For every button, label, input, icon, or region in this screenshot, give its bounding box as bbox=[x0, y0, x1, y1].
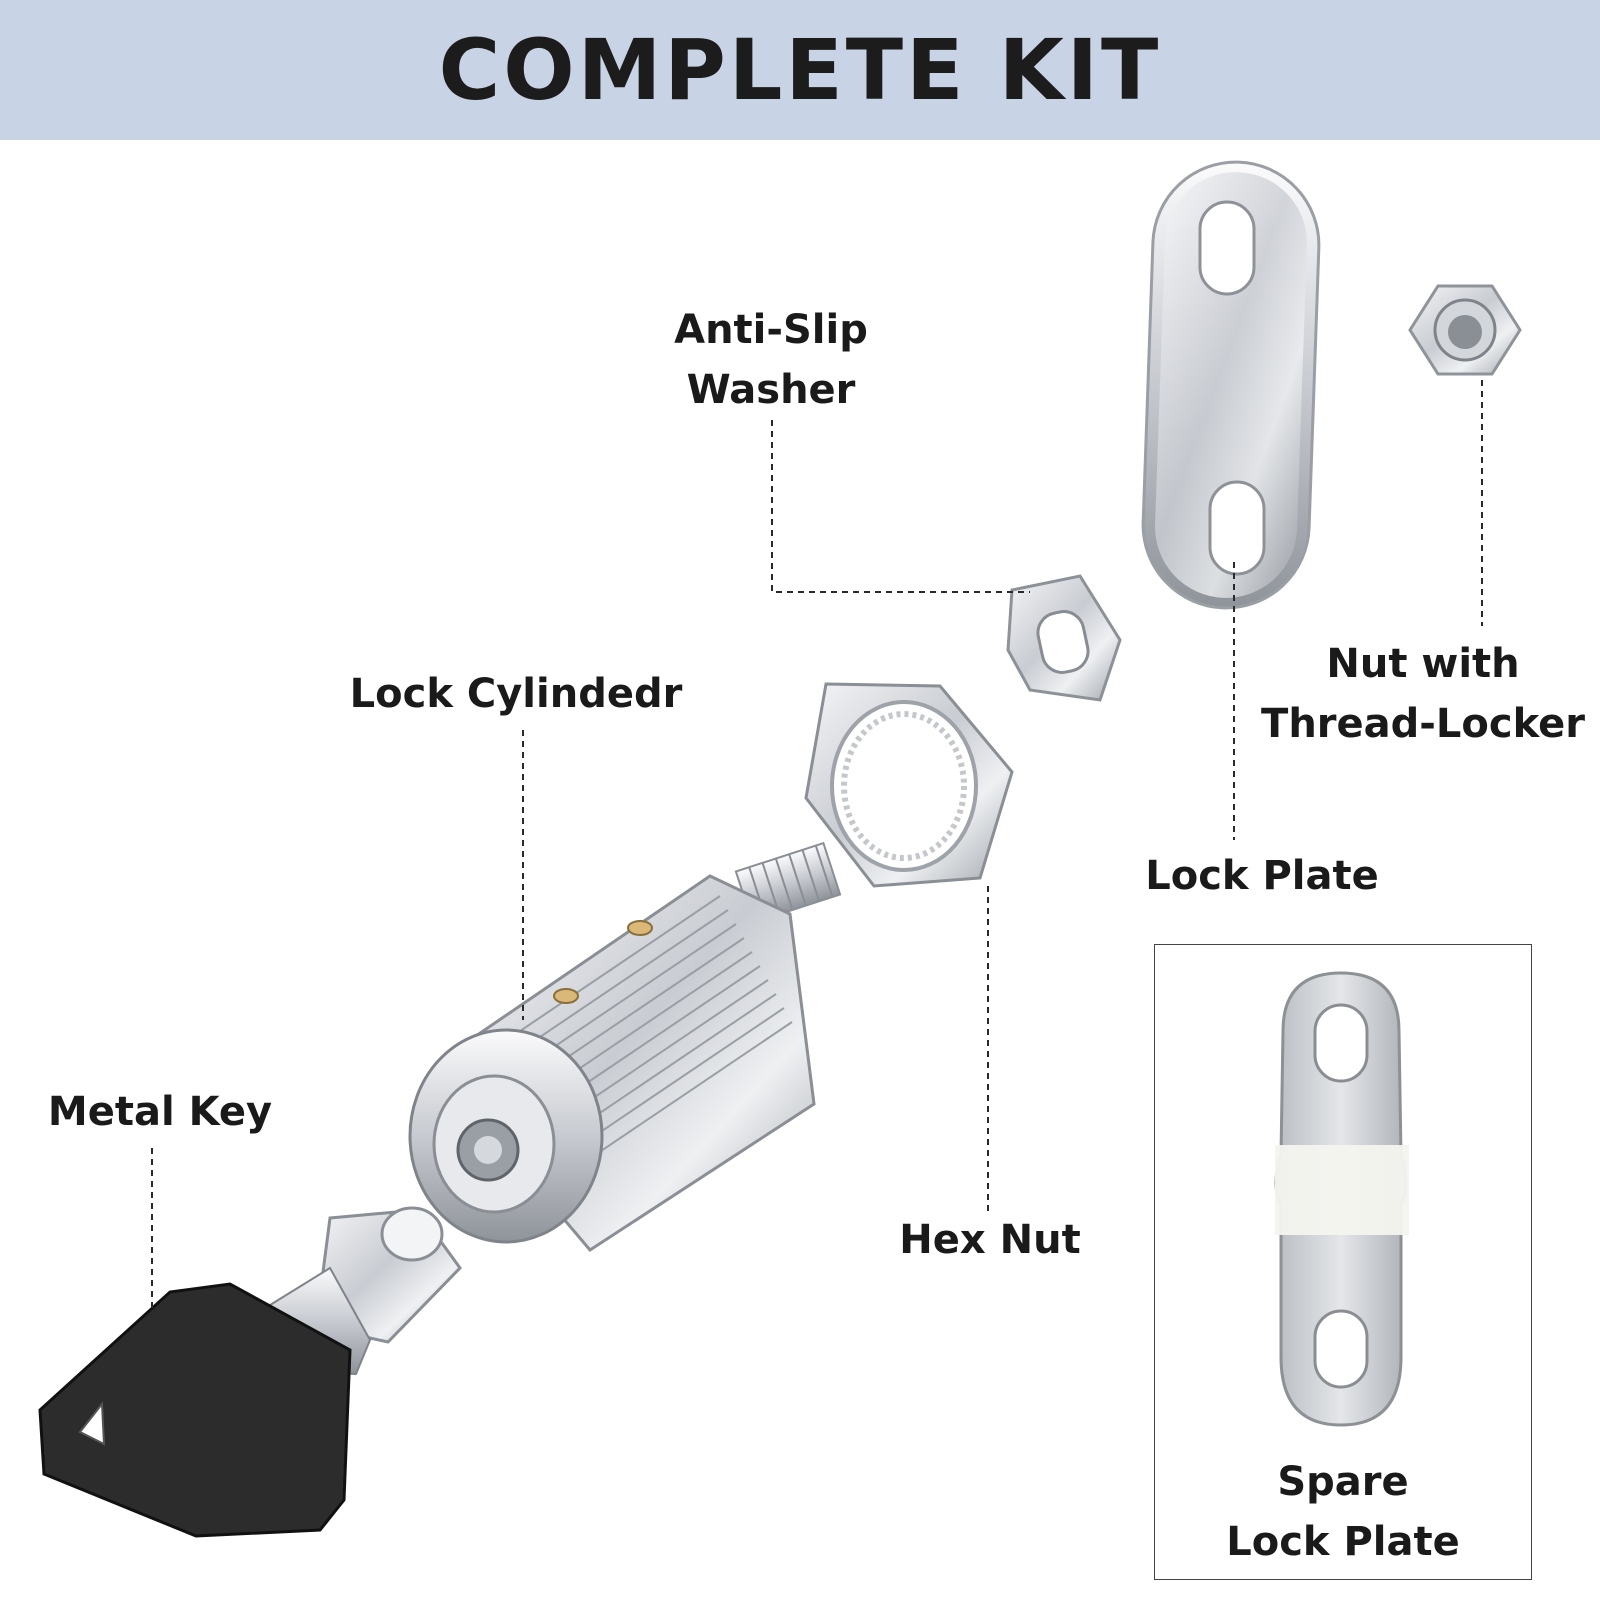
spare-lock-plate-box bbox=[1154, 944, 1532, 1580]
leader-lines bbox=[151, 380, 1483, 1342]
hex-nut-image bbox=[804, 682, 1014, 888]
metal-key-label: Metal Key bbox=[47, 1089, 273, 1135]
thread-locker-nut-image bbox=[1408, 284, 1522, 376]
lock-plate-label: Lock Plate bbox=[1145, 853, 1379, 899]
anti-slip-washer-label: Anti-Slip Washer bbox=[674, 307, 868, 413]
metal-key-image bbox=[38, 1206, 462, 1538]
lock-plate-image bbox=[1141, 160, 1321, 610]
header-banner: COMPLETE KIT bbox=[0, 0, 1600, 140]
page-title: COMPLETE KIT bbox=[438, 21, 1162, 119]
anti-slip-washer-image bbox=[1006, 574, 1122, 702]
hex-nut-label: Hex Nut bbox=[899, 1217, 1081, 1263]
lock-cylinder-label: Lock Cylindedr bbox=[349, 671, 683, 717]
lock-cylinder-image bbox=[408, 841, 842, 1252]
nut-with-thread-locker-label: Nut with Thread-Locker bbox=[1261, 641, 1585, 747]
spare-lock-plate-image bbox=[1274, 971, 1409, 1427]
spare-lock-plate-label: Spare Lock Plate bbox=[1226, 1459, 1460, 1565]
